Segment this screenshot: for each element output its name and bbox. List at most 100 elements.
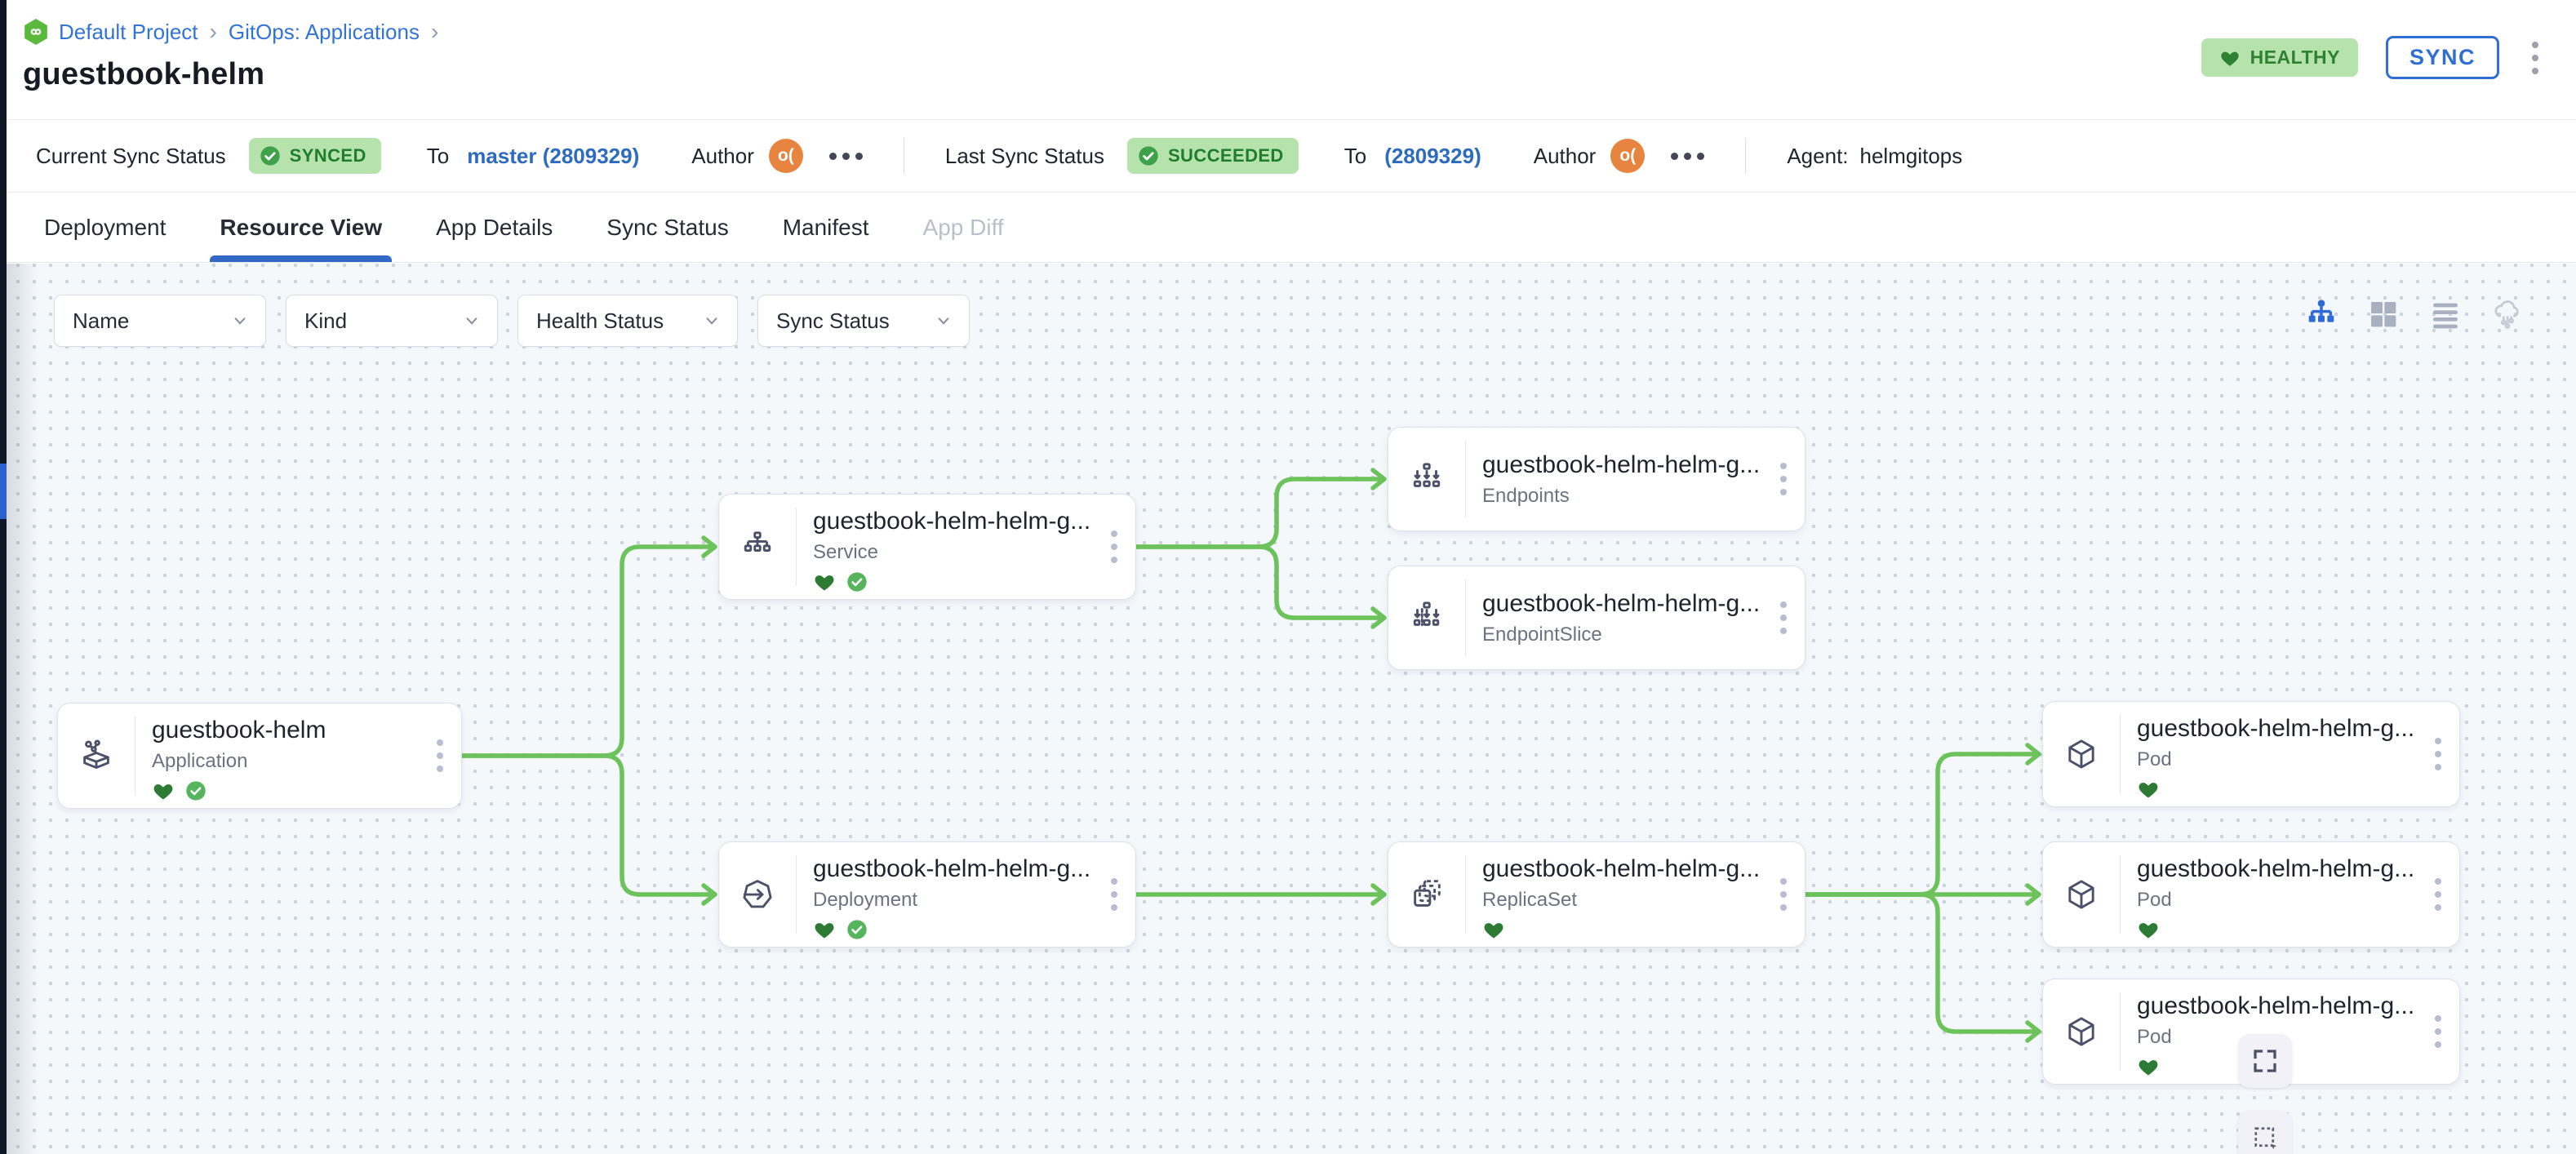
chevron-down-icon: [938, 317, 949, 325]
app-actions-kebab-icon[interactable]: [2527, 38, 2543, 78]
synced-badge: SYNCED: [248, 138, 381, 174]
node-title: guestbook-helm-helm-g...: [813, 508, 1091, 535]
succeeded-badge: SUCCEEDED: [1126, 138, 1299, 174]
node-application[interactable]: guestbook-helm Application: [57, 703, 462, 809]
resource-graph-canvas[interactable]: Name Kind Health Status Sync Status: [0, 264, 2576, 1154]
topology-view-icon[interactable]: [2491, 298, 2524, 331]
node-title: guestbook-helm-helm-g...: [2137, 992, 2415, 1019]
node-kind: Pod: [2137, 1026, 2172, 1048]
health-badge-label: HEALTHY: [2250, 47, 2340, 68]
last-sync-status-label: Last Sync Status: [944, 143, 1104, 168]
healthy-heart-icon: [2139, 1060, 2158, 1076]
node-title: guestbook-helm-helm-g...: [1482, 855, 1761, 882]
node-kind: Application: [152, 750, 248, 772]
node-title: guestbook-helm-helm-g...: [2137, 715, 2415, 742]
marquee-selection-icon: [2254, 1127, 2277, 1150]
filter-name-select[interactable]: Name: [54, 295, 266, 347]
healthy-heart-icon: [2139, 923, 2158, 939]
tab-manifest[interactable]: Manifest: [782, 214, 869, 240]
breadcrumb: Default Project › GitOps: Applications ›: [23, 18, 2543, 46]
fit-to-screen-button[interactable]: [2238, 1034, 2292, 1088]
node-kebab-icon[interactable]: [1775, 458, 1792, 500]
divider: [1745, 138, 1747, 174]
healthy-heart-icon: [153, 784, 173, 800]
node-deployment[interactable]: guestbook-helm-helm-g... Deployment: [718, 841, 1136, 948]
tab-resource-view[interactable]: Resource View: [210, 193, 392, 262]
sync-button[interactable]: SYNC: [2385, 36, 2499, 79]
healthy-heart-icon: [815, 923, 834, 939]
node-pod-2[interactable]: guestbook-helm-helm-g... Pod: [2042, 841, 2460, 948]
filter-row: Name Kind Health Status Sync Status: [54, 295, 970, 347]
node-kebab-icon[interactable]: [2430, 1010, 2446, 1053]
last-revision-link[interactable]: (2809329): [1384, 143, 1481, 168]
chevron-down-icon: [234, 317, 246, 325]
filter-sync-status-select[interactable]: Sync Status: [757, 295, 970, 347]
more-actions-icon[interactable]: [826, 148, 866, 165]
node-kebab-icon[interactable]: [2430, 873, 2446, 916]
synced-check-icon: [186, 781, 206, 801]
view-toggles: [2305, 298, 2524, 331]
node-kebab-icon[interactable]: [432, 735, 448, 777]
breadcrumb-separator-icon: ›: [209, 19, 217, 44]
pod-icon: [2068, 880, 2094, 909]
node-pod-1[interactable]: guestbook-helm-helm-g... Pod: [2042, 701, 2460, 807]
check-circle-icon: [1139, 146, 1158, 166]
tab-deployment[interactable]: Deployment: [44, 214, 167, 240]
healthy-heart-icon: [2139, 783, 2158, 798]
replicaset-icon: [1414, 880, 1441, 907]
pod-icon: [2068, 1017, 2094, 1046]
more-actions-icon[interactable]: [1668, 148, 1708, 165]
node-service[interactable]: guestbook-helm-helm-g... Service: [718, 494, 1136, 600]
author-avatar: o(: [1610, 139, 1646, 173]
node-endpointslice[interactable]: guestbook-helm-helm-g... EndpointSlice: [1388, 566, 1805, 670]
chevron-down-icon: [466, 317, 477, 325]
page-title: guestbook-helm: [23, 57, 265, 91]
synced-check-icon: [847, 572, 867, 592]
tree-view-icon[interactable]: [2305, 298, 2338, 331]
breadcrumb-applications[interactable]: GitOps: Applications: [228, 19, 420, 44]
tab-sync-status[interactable]: Sync Status: [606, 214, 729, 240]
healthy-heart-icon: [815, 575, 834, 591]
pod-icon: [2068, 739, 2094, 769]
chevron-down-icon: [706, 317, 717, 325]
node-kebab-icon[interactable]: [1106, 526, 1122, 568]
author-avatar: o(: [768, 139, 803, 173]
breadcrumb-separator-icon: ›: [430, 19, 439, 44]
list-view-icon[interactable]: [2429, 298, 2462, 331]
node-kebab-icon[interactable]: [2430, 733, 2446, 775]
node-title: guestbook-helm-helm-g...: [1482, 451, 1761, 478]
tab-app-diff: App Diff: [922, 214, 1004, 240]
breadcrumb-project[interactable]: Default Project: [59, 19, 198, 44]
filter-kind-select[interactable]: Kind: [286, 295, 498, 347]
application-icon: [83, 739, 109, 770]
endpoints-icon: [1413, 463, 1441, 487]
author-label: Author: [1533, 143, 1597, 168]
node-kind: Endpoints: [1482, 484, 1570, 507]
agent-label: Agent:: [1787, 143, 1849, 168]
deployment-icon: [743, 880, 772, 908]
node-endpoints[interactable]: guestbook-helm-helm-g... Endpoints: [1388, 427, 1805, 531]
grid-view-icon[interactable]: [2367, 298, 2400, 331]
endpointslice-icon: [1413, 601, 1440, 627]
current-revision-link[interactable]: master (2809329): [467, 143, 640, 168]
tab-bar: Deployment Resource View App Details Syn…: [0, 193, 2576, 263]
to-label: To: [1344, 143, 1367, 168]
collapsed-sidebar[interactable]: [0, 0, 7, 1154]
node-kebab-icon[interactable]: [1775, 597, 1792, 639]
node-replicaset[interactable]: guestbook-helm-helm-g... ReplicaSet: [1388, 841, 1805, 948]
node-kebab-icon[interactable]: [1775, 873, 1792, 916]
node-title: guestbook-helm-helm-g...: [2137, 855, 2415, 882]
sidebar-active-indicator: [0, 464, 7, 519]
node-kind: Pod: [2137, 889, 2172, 911]
node-kind: Service: [813, 541, 879, 563]
node-kind: Deployment: [813, 889, 918, 911]
tab-app-details[interactable]: App Details: [436, 214, 553, 240]
codefresh-logo-icon: [24, 19, 47, 45]
node-kebab-icon[interactable]: [1106, 873, 1122, 916]
to-label: To: [426, 143, 450, 168]
current-sync-status-label: Current Sync Status: [36, 143, 226, 168]
node-kind: Pod: [2137, 748, 2172, 770]
marquee-select-button[interactable]: [2238, 1111, 2292, 1154]
fullscreen-icon: [2254, 1050, 2276, 1072]
filter-health-status-select[interactable]: Health Status: [517, 295, 738, 347]
